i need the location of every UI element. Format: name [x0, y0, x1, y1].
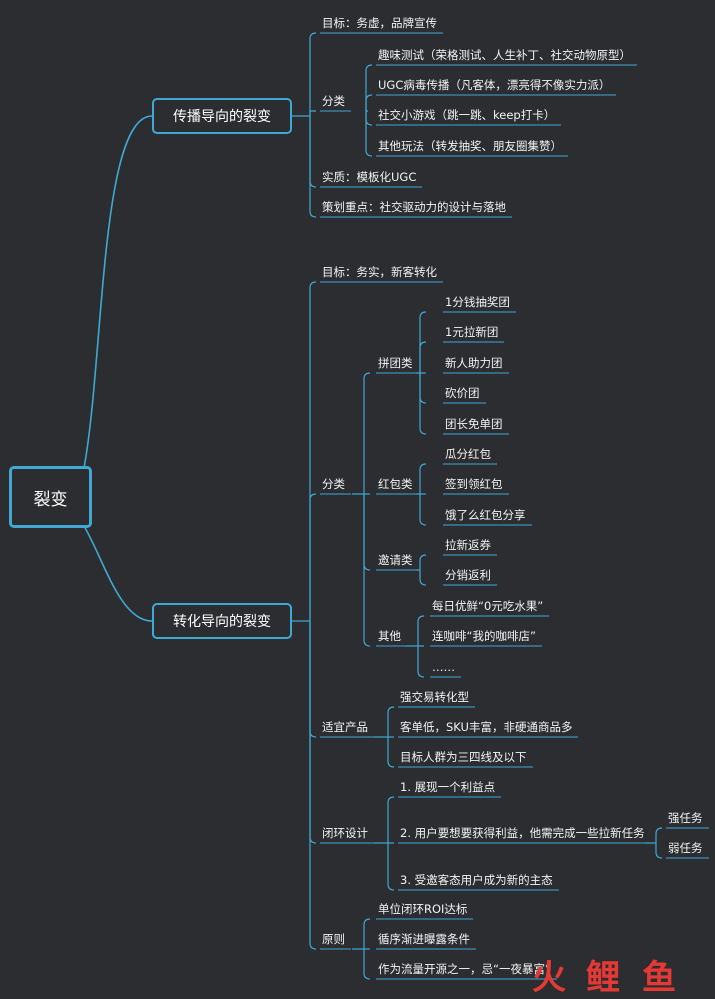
- loop-item: 3. 受邀客态用户成为新的主态: [400, 873, 553, 887]
- group-tuan: 拼团类: [378, 356, 413, 370]
- connector: [419, 570, 427, 586]
- tuan-item: 1分钱抽奖团: [445, 295, 510, 309]
- connector: [363, 494, 371, 647]
- connector: [365, 111, 373, 126]
- root-node[interactable]: 裂变: [9, 466, 92, 528]
- tuan-item: 1元拉新团: [445, 325, 499, 339]
- b2-loop: 闭环设计: [322, 826, 368, 840]
- branch-convert-node[interactable]: 转化导向的裂变: [152, 603, 292, 639]
- b2-goal: 目标：务实，新客转化: [322, 265, 437, 279]
- b2-suit: 适宜产品: [322, 720, 368, 734]
- connector: [83, 115, 153, 469]
- connector: [417, 615, 425, 646]
- principle-item: 循序渐进曝露条件: [378, 932, 470, 946]
- hongbao-item: 瓜分红包: [445, 447, 491, 461]
- connector: [387, 796, 395, 843]
- connector: [655, 827, 663, 843]
- b1-goal: 目标：务虚，品牌宣传: [322, 16, 437, 30]
- connector: [419, 554, 427, 570]
- branch-spread-node[interactable]: 传播导向的裂变: [152, 98, 292, 134]
- group-hongbao: 红包类: [378, 477, 413, 491]
- connector: [387, 706, 395, 737]
- b1-item: 其他玩法（转发抽奖、朋友圈集赞）: [378, 139, 562, 153]
- other-item: 每日优鲜“0元吃水果”: [432, 599, 544, 613]
- b2-category: 分类: [322, 477, 345, 491]
- connector: [363, 918, 371, 949]
- connector: [419, 494, 427, 526]
- loop-item: 2. 用户要想要获得利益，他需完成一些拉新任务: [400, 826, 645, 840]
- b1-item: 趣味测试（荣格测试、人生补丁、社交动物原型）: [378, 48, 631, 62]
- principle-item: 单位闭环ROI达标: [378, 902, 468, 916]
- b1-item: UGC病毒传播（凡客体，漂亮得不像实力派）: [378, 78, 611, 92]
- b1-item: 社交小游戏（跳一跳、keep打卡）: [378, 108, 556, 122]
- yaoqing-item: 拉新返券: [445, 538, 491, 552]
- tuan-item: 团长免单团: [445, 417, 503, 431]
- connector: [363, 372, 371, 494]
- connector: [309, 116, 317, 218]
- hongbao-item: 饿了么红包分享: [445, 508, 526, 522]
- b1-focus: 策划重点：社交驱动力的设计与落地: [322, 200, 506, 214]
- connector: [419, 311, 427, 373]
- connector: [83, 525, 153, 622]
- b2-principle: 原则: [322, 932, 345, 946]
- connector: [387, 843, 395, 891]
- group-yaoqing: 邀请类: [378, 553, 413, 567]
- connector: [309, 493, 317, 621]
- suit-item: 客单低，SKU丰富，非硬通商品多: [400, 720, 573, 734]
- loop-item: 1. 展现一个利益点: [400, 780, 496, 794]
- connector: [309, 281, 317, 621]
- suit-item: 目标人群为三四线及以下: [400, 750, 527, 764]
- hongbao-item: 签到领红包: [445, 477, 503, 491]
- task-weak: 弱任务: [668, 841, 703, 855]
- connector: [309, 621, 317, 738]
- tuan-item: 新人助力团: [445, 356, 503, 370]
- watermark-logo: 火 鲤 鱼: [530, 948, 710, 998]
- connector: [365, 64, 373, 111]
- group-other: 其他: [378, 629, 401, 643]
- connector: [309, 32, 317, 116]
- connector: [309, 621, 317, 844]
- connector: [363, 494, 371, 571]
- watermark-char: 火: [532, 958, 566, 998]
- tuan-item: 砍价团: [445, 386, 480, 400]
- connector: [309, 621, 317, 950]
- yaoqing-item: 分销返利: [445, 568, 491, 582]
- connector: [309, 116, 317, 188]
- task-strong: 强任务: [668, 811, 703, 825]
- connector: [365, 111, 373, 157]
- connector: [387, 737, 395, 768]
- principle-item: 作为流量开源之一，忌“一夜暴富”: [378, 962, 551, 976]
- connector: [309, 110, 316, 116]
- b1-essence: 实质：模板化UGC: [322, 170, 417, 184]
- connector: [417, 646, 425, 678]
- suit-item: 强交易转化型: [400, 690, 469, 704]
- other-item: ……: [432, 660, 455, 674]
- b1-category: 分类: [322, 94, 345, 108]
- connector: [419, 373, 427, 404]
- connector: [419, 463, 427, 494]
- connector: [363, 949, 371, 980]
- other-item: 连咖啡“我的咖啡店”: [432, 629, 536, 643]
- connector: [419, 341, 427, 373]
- connector: [365, 94, 373, 111]
- watermark-char: 鲤: [586, 958, 620, 998]
- connector: [655, 843, 663, 859]
- connector: [419, 373, 427, 435]
- watermark-char: 鱼: [642, 958, 676, 998]
